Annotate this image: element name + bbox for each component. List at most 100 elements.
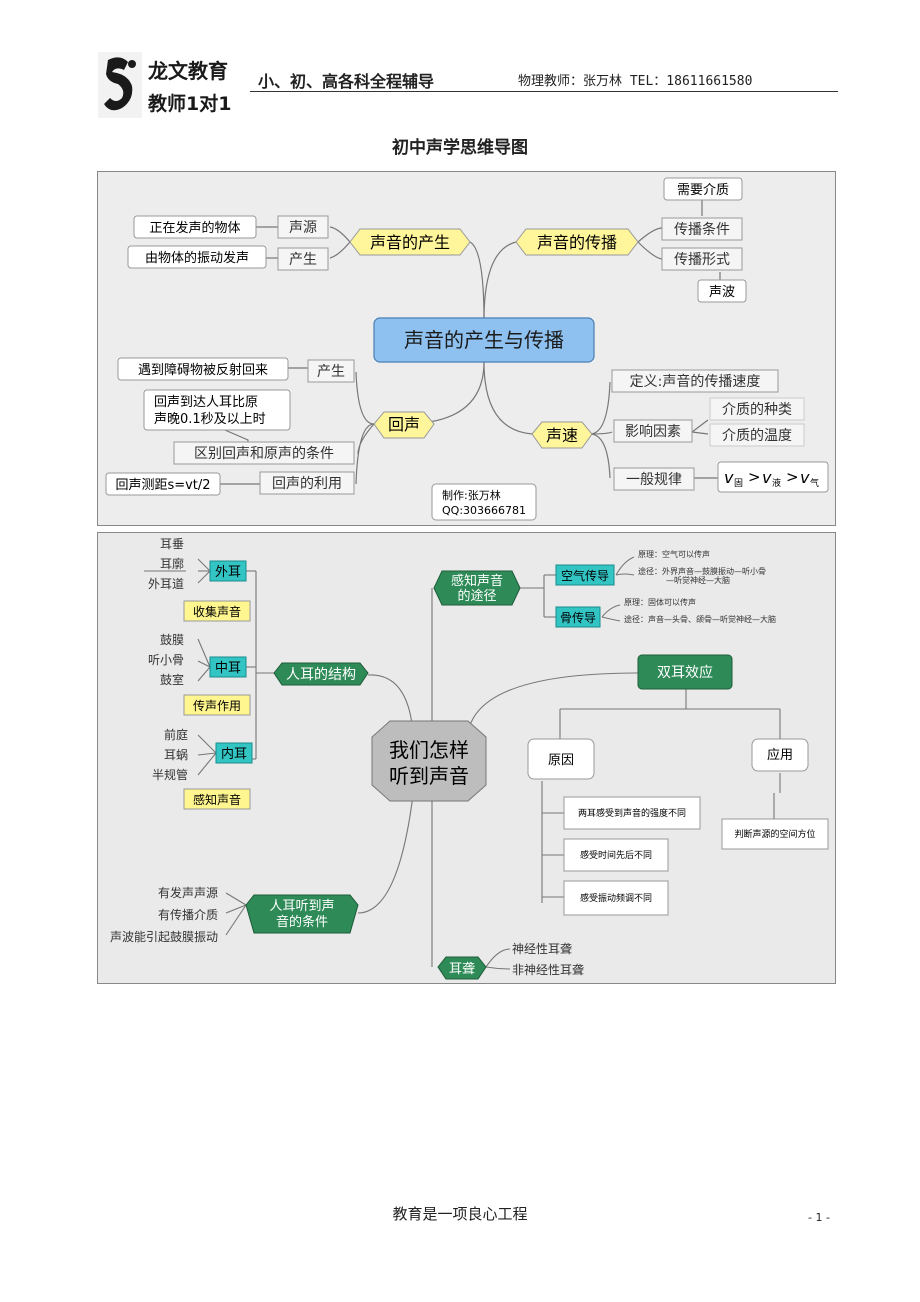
outer-part-auricle: 耳廓 [160, 556, 184, 571]
middle-part-eardrum: 鼓膜 [160, 633, 184, 647]
node-middle-ear-label: 中耳 [215, 661, 241, 676]
node-air-conduction-label: 空气传导 [561, 568, 609, 583]
node-source-label: 声源 [289, 220, 317, 236]
node-wave-label: 声波 [709, 285, 735, 300]
speed-order-sub3: 气 [810, 477, 819, 489]
mindmap-1-canvas: 声音的产生与传播 声音的产生 声源 正在发声的物体 产生 由物体的振动发声 声音… [105, 177, 829, 521]
branch-binaural [637, 654, 733, 690]
condition-medium: 有传播介质 [158, 907, 218, 922]
node-source-desc-label: 正在发声的物体 [149, 220, 240, 236]
node-echo-condition-desc-2: 声晚0.1秒及以上时 [154, 412, 266, 427]
middle-part-ossicles: 听小骨 [148, 653, 184, 667]
outer-part-lobe: 耳垂 [160, 537, 184, 551]
node-source [277, 215, 329, 239]
node-factor-temperature [709, 423, 805, 447]
node-binaural-cause [527, 738, 595, 780]
node-bone-conduction [555, 606, 601, 628]
branch-perception-paths-line1: 感知声音 [451, 573, 503, 589]
condition-eardrum: 声波能引起鼓膜振动 [110, 930, 218, 944]
node-middle-func-label: 传声作用 [193, 698, 241, 713]
bone-path: 途径：声音—头骨、颌骨—听觉神经—大脑 [624, 614, 776, 624]
branch-echo [373, 411, 435, 439]
speed-order-sub1: 固 [734, 478, 743, 489]
node-echo-condition-desc [143, 389, 291, 431]
branch-ear-structure [273, 662, 369, 686]
node-echo-condition-desc-1: 回声到达人耳比原 [154, 395, 258, 410]
branch-speed [531, 421, 593, 449]
node-inner-func-label: 感知声音 [193, 792, 241, 807]
node-outer-ear [209, 560, 247, 582]
speed-order-v1: v [724, 468, 734, 487]
node-speed-rule-label: 一般规律 [626, 472, 682, 488]
branch-production-label: 声音的产生 [370, 233, 450, 252]
node-speed-definition [611, 369, 779, 393]
node-factor-type [709, 397, 805, 421]
cause-intensity [563, 796, 701, 830]
logo-mark-icon [104, 57, 133, 111]
center-node-label: 声音的产生与传播 [404, 328, 564, 352]
mindmap-how-we-hear: 我们怎样 听到声音 人耳的结构 外耳 耳垂 耳廓 外耳道 收集声音 中耳 鼓膜 … [97, 532, 836, 984]
deafness-neural: 神经性耳聋 [512, 941, 572, 956]
deafness-non-neural: 非神经性耳聋 [512, 962, 584, 977]
speed-order-sub2: 液 [772, 477, 781, 489]
node-inner-ear-label: 内耳 [221, 746, 247, 762]
node-binaural-cause-label: 原因 [548, 753, 574, 768]
node-binaural-application-label: 应用 [767, 747, 793, 763]
credit-author: 制作:张万林 [442, 488, 501, 502]
node-echo-produce [307, 359, 355, 383]
condition-source: 有发声声源 [158, 885, 218, 900]
cause-intensity-label: 两耳感受到声音的强度不同 [578, 807, 686, 819]
node-wave [697, 279, 747, 303]
node-bone-conduction-label: 骨传导 [560, 610, 596, 625]
branch-perception-paths [433, 570, 521, 606]
node-echo-use [259, 471, 355, 495]
mindmap-2-canvas: 我们怎样 听到声音 人耳的结构 外耳 耳垂 耳廓 外耳道 收集声音 中耳 鼓膜 … [110, 537, 829, 980]
node-outer-func [183, 600, 251, 622]
node-form-label: 传播形式 [674, 252, 730, 268]
branch-binaural-label: 双耳效应 [657, 664, 713, 681]
node-echo-produce-label: 产生 [317, 364, 345, 380]
branch-propagation-label: 声音的传播 [537, 233, 617, 252]
cause-timing-label: 感受时间先后不同 [580, 849, 652, 861]
branch-hearing-conditions-line1: 人耳听到声 [269, 899, 334, 914]
logo-text-1: 龙文教育 [148, 59, 228, 83]
node-speed-order [717, 461, 829, 493]
branch-deafness-label: 耳聋 [449, 961, 475, 977]
node-condition-label: 传播条件 [674, 221, 730, 238]
speed-order-v3: v [800, 468, 810, 487]
node-vibration-label: 产生 [289, 252, 317, 268]
node-vibration [277, 247, 329, 271]
branch-echo-label: 回声 [388, 415, 420, 434]
bone-principle: 原理：固体可以传声 [624, 597, 696, 607]
inner-part-cochlea: 耳蜗 [164, 747, 188, 762]
logo-text-2: 教师1对1 [148, 92, 231, 115]
speed-order-gt1: > [748, 468, 761, 486]
node-speed-definition-label: 定义:声音的传播速度 [630, 373, 761, 390]
footer-motto: 教育是一项良心工程 [392, 1205, 528, 1223]
air-principle: 原理：空气可以传声 [638, 549, 710, 559]
node-echo-use-label: 回声的利用 [272, 476, 342, 492]
page-title: 初中声学思维导图 [392, 138, 528, 158]
mindmap-sound-production: 声音的产生与传播 声音的产生 声源 正在发声的物体 产生 由物体的振动发声 声音… [97, 171, 836, 526]
center-node-2 [371, 720, 487, 802]
node-inner-ear [215, 742, 253, 764]
node-source-desc [133, 215, 257, 239]
branch-deafness [437, 956, 487, 980]
node-echo-ranging [105, 472, 221, 496]
middle-part-cavity: 鼓室 [160, 672, 184, 687]
node-inner-func [183, 788, 251, 810]
node-echo-ranging-label: 回声测距s=vt/2 [115, 478, 210, 493]
node-medium-label: 需要介质 [677, 183, 729, 198]
page-number: - 1 - [808, 1211, 830, 1224]
node-vibration-desc-label: 由物体的振动发声 [145, 250, 249, 266]
node-outer-ear-label: 外耳 [215, 565, 241, 580]
branch-hearing-conditions-line2: 音的条件 [276, 914, 328, 930]
inner-part-vestibule: 前庭 [164, 727, 188, 742]
node-vibration-desc [127, 245, 267, 269]
node-middle-ear [209, 656, 247, 678]
branch-hearing-conditions [245, 894, 359, 934]
branch-speed-label: 声速 [546, 426, 578, 445]
cause-timing [563, 838, 669, 872]
speed-order-v2: v [762, 468, 772, 487]
branch-ear-structure-label: 人耳的结构 [286, 667, 356, 683]
